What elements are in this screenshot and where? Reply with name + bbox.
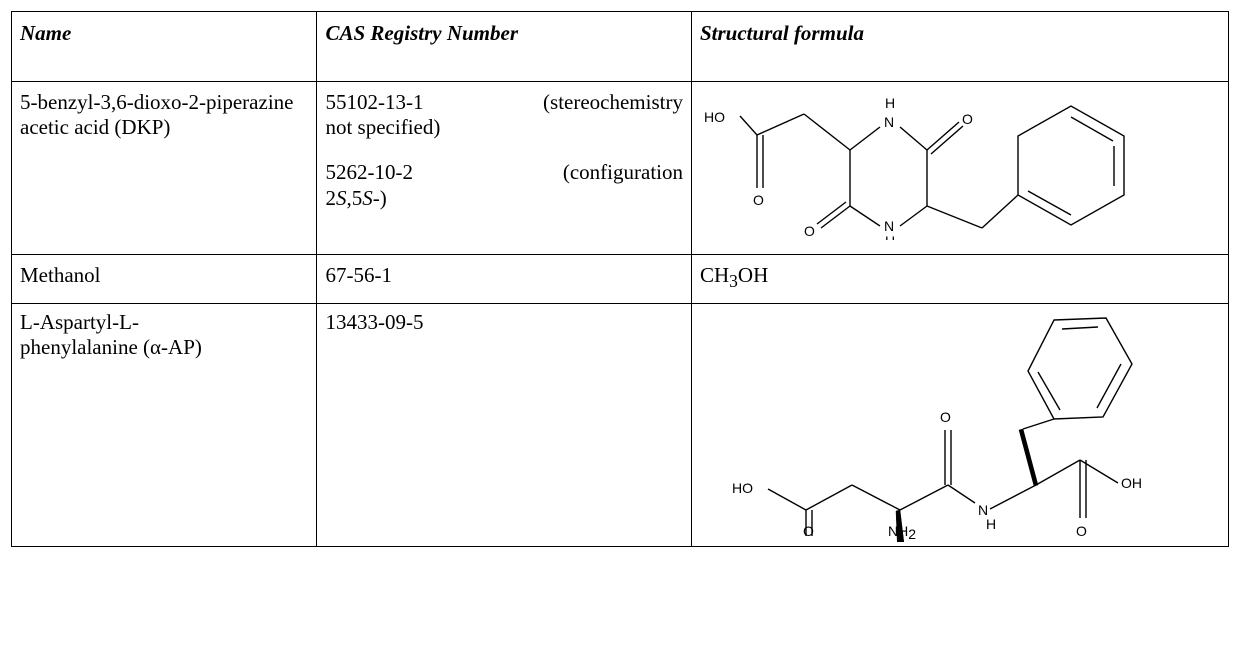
atom-label-h: H <box>986 516 996 532</box>
atom-label-o: O <box>804 223 815 239</box>
atom-label-o: O <box>940 409 951 425</box>
formula-cell: HO O H N O O N H <box>690 81 1230 255</box>
cas-note-continued: not specified) <box>325 115 441 140</box>
aspartyl-phenylalanine-structure: O HO OH N H O O NH2 <box>732 317 1142 542</box>
cas-entry: 55102-13-1 (stereochemistry <box>325 90 683 115</box>
cas-configuration: 2S,5S-) <box>325 185 387 210</box>
atom-label-n: N <box>884 114 894 130</box>
name-cell: L-Aspartyl-L- phenylalanine (α-AP) <box>10 303 318 547</box>
substance-name-line: L-Aspartyl-L- <box>20 310 139 334</box>
atom-label-oh: OH <box>1121 475 1142 491</box>
cas-number: 5262-10-2 <box>325 160 413 185</box>
atom-label-h: H <box>885 95 895 111</box>
name-cell: 5-benzyl-3,6-dioxo-2-piperazine acetic a… <box>10 81 318 255</box>
atom-label-o: O <box>803 523 814 539</box>
substance-name: 5-benzyl-3,6-dioxo-2-piperazine acetic a… <box>20 90 294 140</box>
header-row: Name CAS Registry Number Structural form… <box>10 11 1230 82</box>
header-formula: Structural formula <box>690 11 1230 82</box>
formula-cell: O HO OH N H O O NH2 <box>690 303 1230 547</box>
atom-label-h: H <box>885 233 895 240</box>
table-row: L-Aspartyl-L- phenylalanine (α-AP) 13433… <box>10 303 1230 547</box>
atom-label-o: O <box>962 111 973 127</box>
atom-label-ho: HO <box>704 109 725 125</box>
cas-cell: 55102-13-1 (stereochemistry not specifie… <box>316 81 692 255</box>
table-row: 5-benzyl-3,6-dioxo-2-piperazine acetic a… <box>10 81 1230 255</box>
name-cell: Methanol <box>10 254 318 304</box>
atom-label-ho: HO <box>732 480 753 496</box>
cas-number: 55102-13-1 <box>325 90 424 114</box>
cas-entry: 5262-10-2 (configuration <box>325 160 683 185</box>
formula-text: CH3OH <box>699 263 769 292</box>
cas-note: (stereochemistry <box>543 90 683 114</box>
formula-cell: CH3OH <box>690 254 1230 304</box>
dkp-structure: HO O H N O O N H <box>704 95 1125 240</box>
table-row: Methanol 67-56-1 CH3OH <box>10 254 1230 304</box>
header-name: Name <box>10 11 318 82</box>
cas-cell: 67-56-1 <box>316 254 692 304</box>
atom-label-nh2: NH2 <box>888 523 916 542</box>
atom-label-n: N <box>978 502 988 518</box>
header-cas: CAS Registry Number <box>316 11 692 82</box>
cas-note: (configuration <box>562 160 683 185</box>
substance-name-line: phenylalanine (α-AP) <box>20 335 202 360</box>
substance-table: Name CAS Registry Number Structural form… <box>10 11 1230 547</box>
cas-cell: 13433-09-5 <box>316 303 692 547</box>
atom-label-o: O <box>753 192 764 208</box>
atom-label-o: O <box>1076 523 1087 539</box>
atom-label-n: N <box>884 218 894 234</box>
